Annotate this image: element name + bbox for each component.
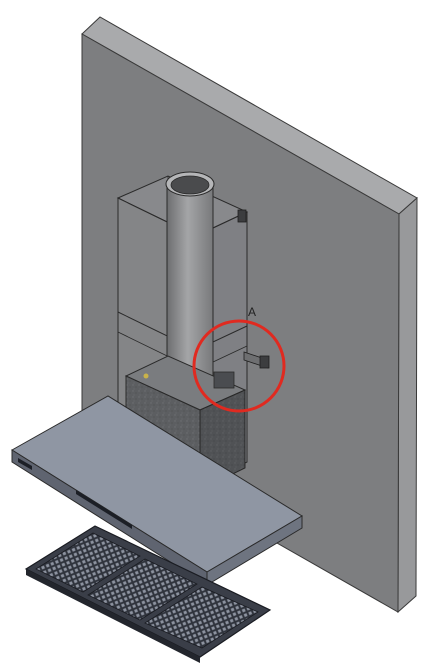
exhaust-pipe-body [166,183,214,385]
grease-filter-panel-1 [35,532,141,593]
callout-circle [192,319,286,413]
grease-filter-edge [26,569,200,663]
motor-block-indicator [143,373,149,379]
grease-filter [24,525,272,663]
canopy-hood-control-panel [76,490,132,529]
grease-filter-panel-2 [87,558,198,621]
canopy-hood-handle [18,458,32,470]
exhaust-pipe-rim-inner [170,175,210,195]
mounting-bracket [237,209,270,369]
wall-side-face [397,196,418,614]
callout-label: A [248,305,256,319]
detail-callout: A [192,305,286,413]
canopy-hood [11,395,303,586]
grease-filter-panel-3 [144,586,259,649]
motor-block-vent [213,371,235,389]
mounting-bracket-tab [259,355,270,369]
mounting-bracket-top [237,209,247,223]
